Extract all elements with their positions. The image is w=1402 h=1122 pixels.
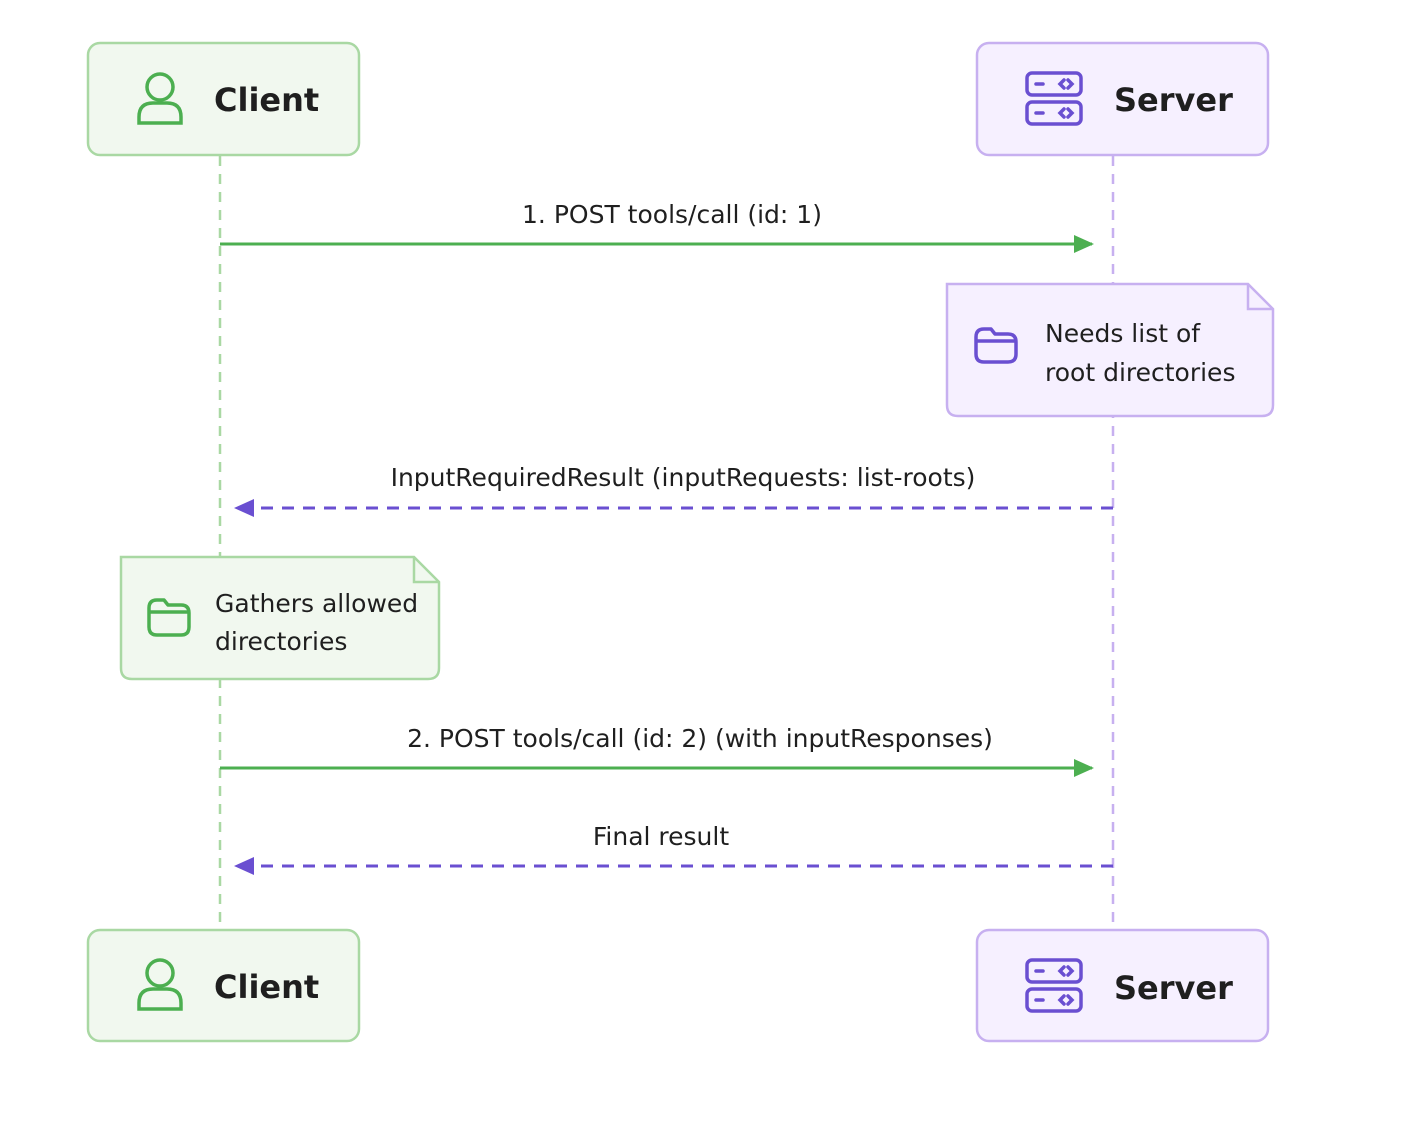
client-label-top: Client [214,81,319,119]
message-3-label: 2. POST tools/call (id: 2) (with inputRe… [407,724,993,753]
server-label-bottom: Server [1114,969,1233,1007]
server-note: Needs list of root directories [945,282,1275,418]
server-note-line-1: Needs list of [1045,319,1201,348]
server-actor-bottom: Server [975,928,1270,1043]
message-4: Final result [234,822,1113,875]
server-icon [1025,71,1083,126]
client-actor-bottom: Client [86,928,361,1043]
client-note: Gathers allowed directories [119,555,441,681]
message-1: 1. POST tools/call (id: 1) [220,200,1094,253]
server-actor-top: Server [975,41,1270,157]
message-2: InputRequiredResult (inputRequests: list… [234,463,1113,517]
message-4-label: Final result [593,822,729,851]
user-icon [137,958,183,1011]
user-icon [137,72,183,125]
server-icon [1025,958,1083,1013]
message-1-label: 1. POST tools/call (id: 1) [522,200,822,229]
server-label-top: Server [1114,81,1233,119]
client-note-line-1: Gathers allowed [215,589,418,618]
client-actor-top: Client [86,41,361,157]
message-2-label: InputRequiredResult (inputRequests: list… [391,463,976,492]
server-note-line-2: root directories [1045,358,1235,387]
message-3: 2. POST tools/call (id: 2) (with inputRe… [220,724,1094,777]
client-note-line-2: directories [215,627,347,656]
client-label-bottom: Client [214,968,319,1006]
